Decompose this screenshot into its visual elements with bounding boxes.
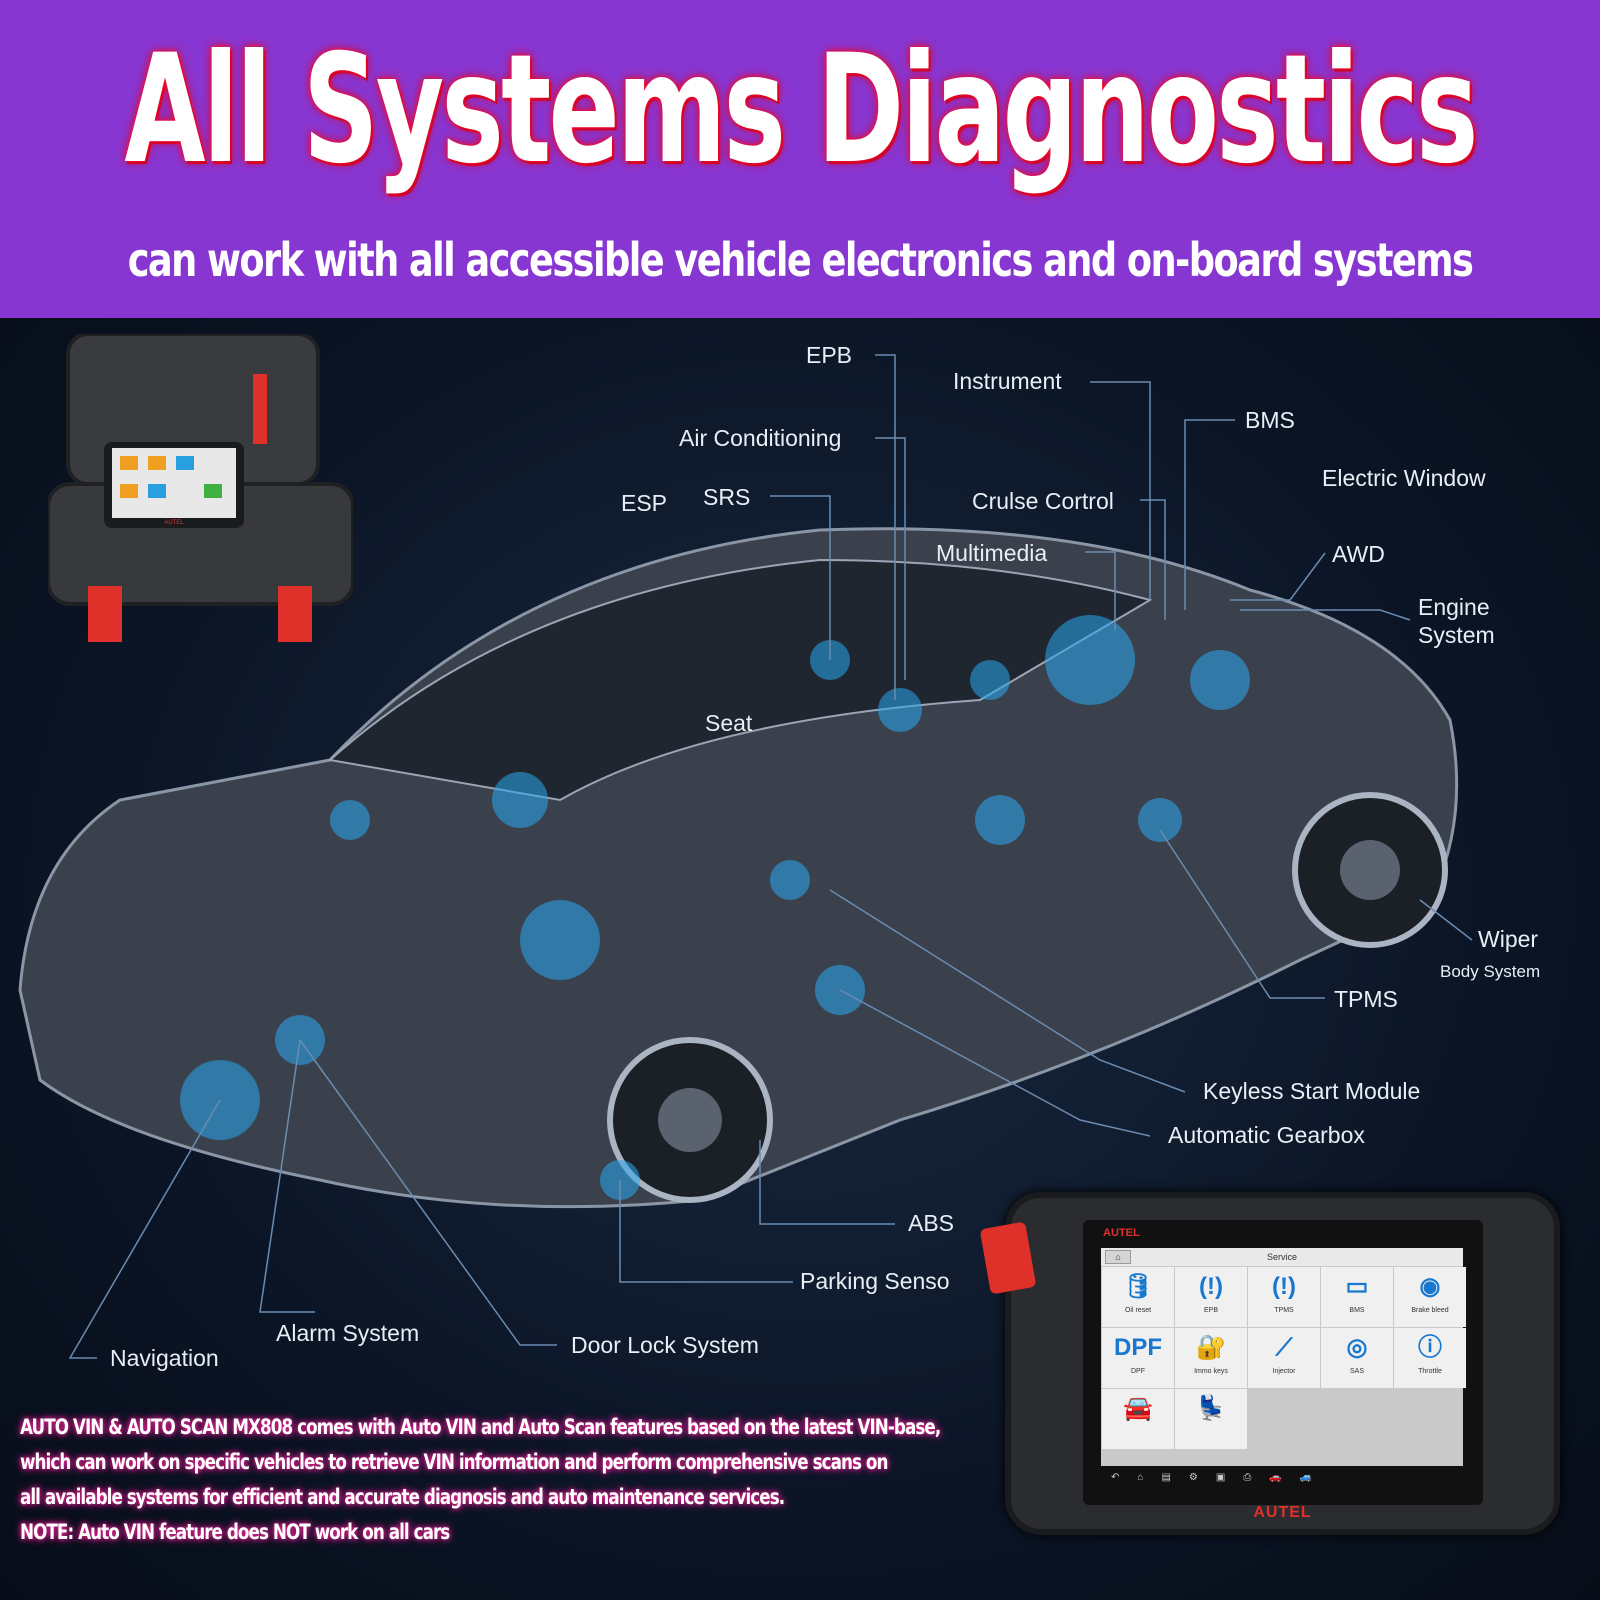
service-tile-label: BMS [1349, 1307, 1365, 1314]
nav-bar-icon[interactable]: ⚙ [1188, 1471, 1198, 1483]
label-air-conditioning: Air Conditioning [679, 425, 842, 451]
dpf-icon: DPF [1114, 1334, 1162, 1361]
label-automatic-gearbox: Automatic Gearbox [1168, 1122, 1365, 1148]
note-line: AUTO VIN & AUTO SCAN MX808 comes with Au… [20, 1415, 941, 1439]
service-tile-label: SAS [1349, 1368, 1364, 1375]
service-tile-label: Immo keys [1194, 1368, 1228, 1375]
label-cruise-control: Crulse Cortrol [972, 488, 1114, 514]
nav-bar-icon[interactable]: 🚙 [1299, 1471, 1313, 1483]
service-tile[interactable]: DPF DPF [1102, 1328, 1174, 1388]
note-line: all available systems for efficient and … [20, 1485, 785, 1509]
service-tile[interactable]: 💺 [1175, 1389, 1247, 1449]
label-bms: BMS [1245, 407, 1295, 433]
service-tile[interactable]: (!) EPB [1175, 1267, 1247, 1327]
label-seat: Seat [705, 710, 753, 736]
label-body-system: Body System [1440, 962, 1541, 981]
note-line: NOTE: Auto VIN feature does NOT work on … [20, 1520, 450, 1544]
page-title: All Systems Diagnostics [124, 23, 1478, 197]
label-parking-sensor: Parking Senso [800, 1268, 950, 1294]
immo-keys-icon: 🔐 [1196, 1334, 1226, 1361]
battery-icon: ▭ [1345, 1273, 1369, 1300]
page-subtitle: can work with all accessible vehicle ele… [127, 233, 1474, 287]
brake-bleed-icon: ◉ [1419, 1273, 1441, 1300]
service-tile-label: Oil reset [1124, 1307, 1152, 1314]
label-door-lock: Door Lock System [571, 1332, 759, 1358]
service-title: Service [1266, 1252, 1297, 1262]
label-abs: ABS [908, 1210, 955, 1236]
service-tile[interactable]: ◉ Brake bleed [1394, 1267, 1466, 1327]
service-tile[interactable]: (!) TPMS [1248, 1267, 1320, 1327]
label-epb: EPB [806, 342, 853, 368]
service-tile[interactable]: ◎ SAS [1321, 1328, 1393, 1388]
label-navigation: Navigation [110, 1345, 219, 1371]
tablet-screen: AUTEL ⌂ Service 🛢 Oil reset (!) EPB (!) TPMS ▭… [1083, 1220, 1483, 1505]
nav-bar-icon[interactable]: ↶ [1111, 1471, 1120, 1483]
label-esp: ESP [621, 490, 668, 516]
nav-bar-icon[interactable]: ⌂ [1137, 1471, 1144, 1483]
label-engine-system-2: System [1418, 622, 1495, 648]
service-tile-label: Throttle [1418, 1368, 1442, 1375]
header-banner: All Systems Diagnostics can work with al… [0, 0, 1600, 318]
label-keyless-start: Keyless Start Module [1203, 1078, 1421, 1104]
nav-bar-icon[interactable]: ⎙ [1243, 1471, 1252, 1483]
label-srs: SRS [703, 484, 751, 510]
nav-bar-icon[interactable]: ▤ [1161, 1471, 1171, 1483]
service-tile-label: TPMS [1274, 1307, 1294, 1314]
label-tpms: TPMS [1334, 986, 1398, 1012]
carrying-case-image: AUTEL [48, 334, 353, 642]
service-tile-label: Brake bleed [1411, 1307, 1449, 1314]
seat-icon: 💺 [1196, 1395, 1226, 1422]
service-panel: ⌂ Service 🛢 Oil reset (!) EPB (!) TPMS ▭ BMS ◉ Br… [1101, 1248, 1466, 1466]
label-alarm-system: Alarm System [276, 1320, 420, 1346]
service-tile-label: EPB [1203, 1307, 1218, 1314]
service-tile[interactable]: 🛢 Oil reset [1102, 1267, 1174, 1327]
label-engine-system-1: Engine [1418, 594, 1490, 620]
leader-lines [68, 354, 1473, 1359]
note-line: which can work on specific vehicles to r… [20, 1450, 888, 1474]
throttle-icon: ⓘ [1418, 1334, 1442, 1361]
nav-bar-icon[interactable]: ▣ [1215, 1471, 1226, 1483]
service-tile[interactable]: ⟋ Injector [1248, 1328, 1320, 1388]
label-instrument: Instrument [953, 368, 1062, 394]
tablet-brand-top: AUTEL [1103, 1227, 1140, 1239]
nav-bar-icon[interactable]: 🚗 [1269, 1471, 1282, 1483]
label-electric-window: Electric Window [1322, 465, 1486, 491]
car-door-icon: 🚘 [1123, 1395, 1153, 1422]
label-multimedia: Multimedia [936, 540, 1048, 566]
tpms-icon: (!) [1272, 1273, 1296, 1300]
service-tile[interactable]: ▭ BMS [1321, 1267, 1393, 1327]
tablet-brand-bottom: AUTEL [1253, 1504, 1312, 1521]
mx808-tablet: AUTEL ⌂ Service 🛢 Oil reset (!) EPB (!) TPMS ▭… [1005, 1192, 1560, 1535]
service-tile[interactable]: 🔐 Immo keys [1175, 1328, 1247, 1388]
label-awd: AWD [1332, 541, 1385, 567]
epb-icon: (!) [1199, 1273, 1223, 1300]
steering-wheel-icon: ◎ [1346, 1334, 1368, 1361]
oil-can-icon: 🛢 [1122, 1273, 1154, 1300]
label-wiper: Wiper [1478, 926, 1539, 952]
injector-icon: ⟋ [1275, 1334, 1293, 1361]
case-brand: AUTEL [164, 520, 184, 526]
service-tile-label: Injector [1272, 1368, 1296, 1375]
car-body [18, 527, 1459, 1209]
android-nav-bar: ↶ ⌂ ▤ ⚙ ▣ ⎙ 🚗 🚙 [1101, 1468, 1463, 1486]
service-tile-label: DPF [1131, 1368, 1145, 1375]
home-button[interactable]: ⌂ [1105, 1250, 1131, 1264]
service-tile[interactable]: 🚘 [1102, 1389, 1174, 1449]
feature-note: AUTO VIN & AUTO SCAN MX808 comes with Au… [20, 1410, 1000, 1550]
service-title-bar: ⌂ Service [1101, 1248, 1463, 1266]
